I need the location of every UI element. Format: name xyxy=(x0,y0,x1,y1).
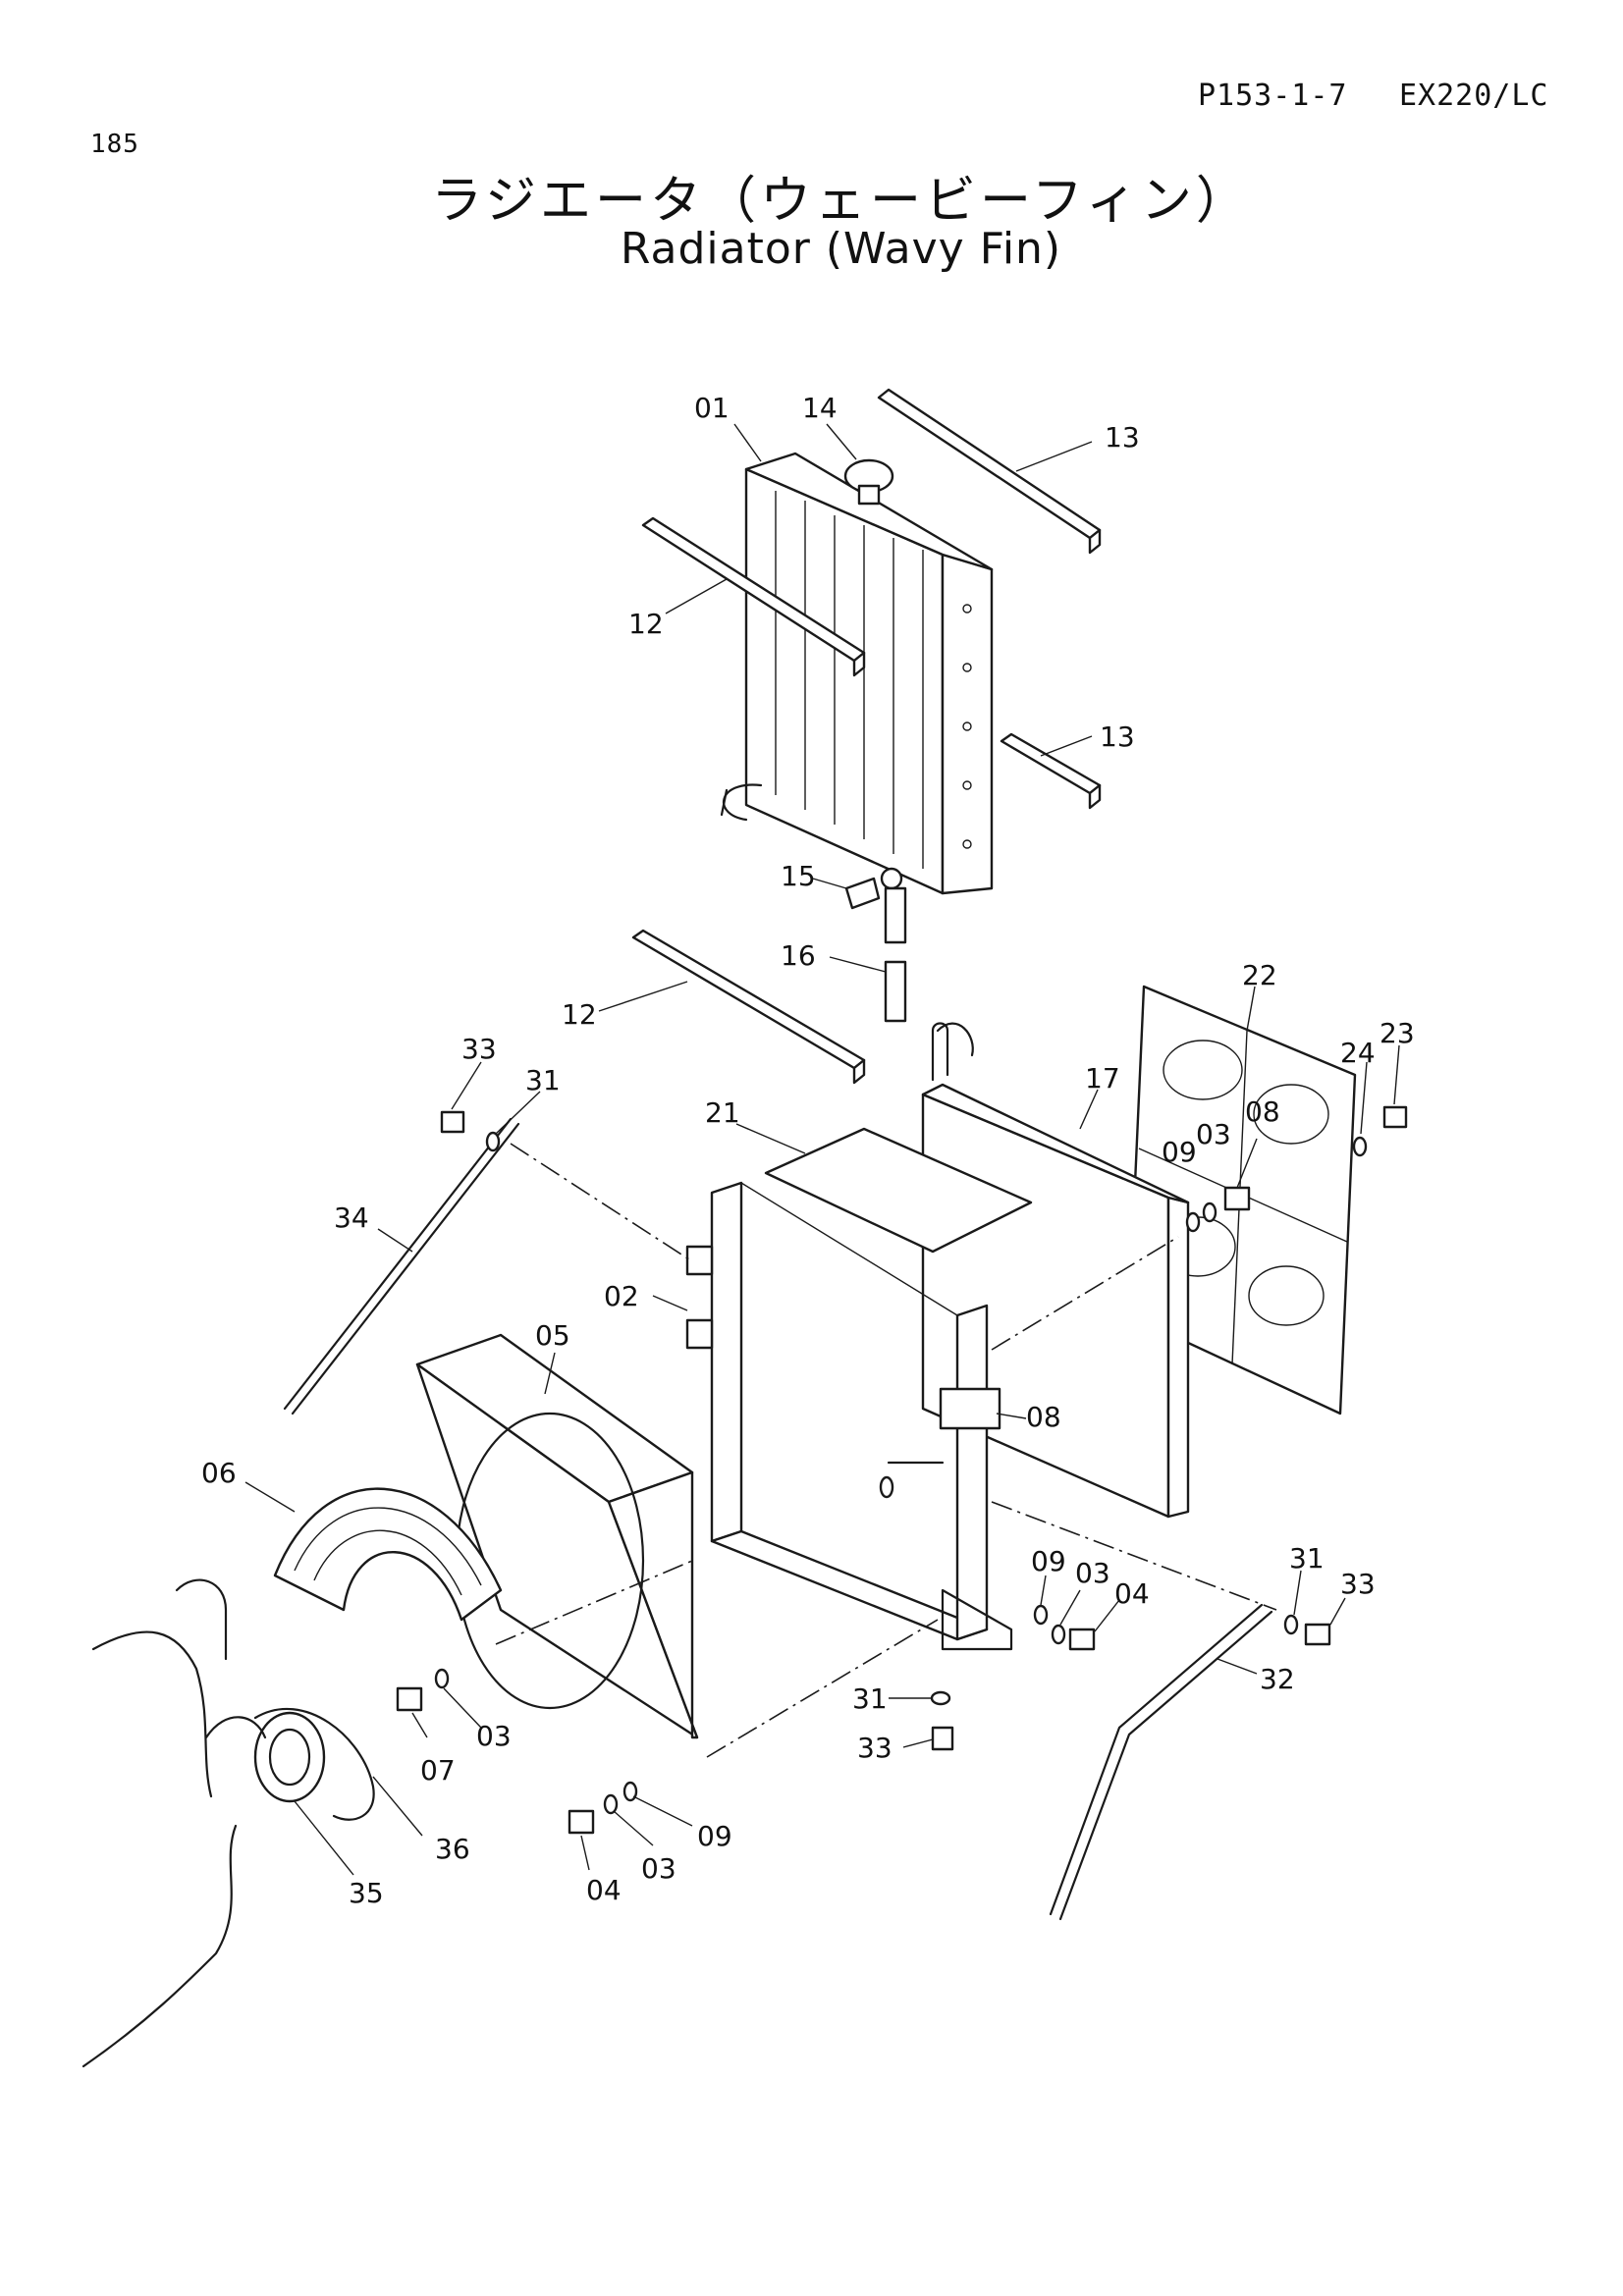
callout-09: 09 xyxy=(1162,1136,1197,1168)
callout-08: 08 xyxy=(1026,1401,1061,1433)
plate-code: P153-1-7 xyxy=(1198,79,1348,113)
callout-35: 35 xyxy=(349,1877,384,1909)
callout-24: 24 xyxy=(1340,1037,1376,1069)
callout-22: 22 xyxy=(1242,959,1277,991)
rubber-strip-12-lower xyxy=(631,929,866,1085)
assembly-centerlines xyxy=(495,1143,1277,1758)
callout-34: 34 xyxy=(334,1201,369,1234)
callout-31: 31 xyxy=(1289,1542,1325,1575)
callout-17: 17 xyxy=(1085,1062,1120,1095)
fasteners xyxy=(396,1105,1408,1835)
callout-03: 03 xyxy=(476,1720,512,1752)
callout-07: 07 xyxy=(420,1754,456,1787)
engine-outline xyxy=(81,1578,375,2068)
radiator-frame xyxy=(685,1181,1013,1651)
callout-12: 12 xyxy=(562,998,597,1031)
leader-lines xyxy=(244,423,1400,1876)
drain-hose xyxy=(884,886,907,1023)
callout-14: 14 xyxy=(802,392,838,424)
callout-31: 31 xyxy=(525,1064,561,1096)
callout-09: 09 xyxy=(1031,1545,1066,1577)
rubber-strip-12-upper xyxy=(641,516,866,677)
callout-labels: 01 14 13 12 13 15 16 12 22 23 24 33 31 2… xyxy=(201,392,1415,1909)
callout-13: 13 xyxy=(1105,421,1140,454)
callout-21: 21 xyxy=(705,1096,740,1129)
callout-31: 31 xyxy=(852,1682,888,1715)
rubber-strip-13-upper xyxy=(877,388,1102,555)
callout-33: 33 xyxy=(857,1732,893,1764)
callout-05: 05 xyxy=(535,1319,570,1352)
callout-03: 03 xyxy=(641,1852,676,1885)
callout-15: 15 xyxy=(781,860,816,892)
title-english: Radiator (Wavy Fin) xyxy=(620,224,1062,274)
callout-13: 13 xyxy=(1100,721,1135,753)
fan-shroud xyxy=(415,1333,699,1739)
callout-04: 04 xyxy=(586,1874,622,1906)
stay-rod-32 xyxy=(1049,1603,1273,1921)
callout-32: 32 xyxy=(1260,1663,1295,1695)
callout-06: 06 xyxy=(201,1457,237,1489)
stay-rod-34 xyxy=(283,1117,520,1415)
callout-01: 01 xyxy=(694,392,730,424)
model-code: EX220/LC xyxy=(1399,79,1549,113)
support-plate xyxy=(764,1127,1033,1254)
callout-08: 08 xyxy=(1245,1095,1280,1128)
callout-02: 02 xyxy=(604,1280,639,1312)
callout-03: 03 xyxy=(1196,1118,1231,1150)
callout-09: 09 xyxy=(697,1820,732,1852)
callout-36: 36 xyxy=(435,1833,470,1865)
callout-16: 16 xyxy=(781,939,816,972)
page-number: 185 xyxy=(90,130,139,159)
callout-33: 33 xyxy=(461,1033,497,1065)
callout-23: 23 xyxy=(1380,1017,1415,1049)
radiator-core xyxy=(720,452,994,895)
callout-04: 04 xyxy=(1114,1577,1150,1610)
title-japanese: ラジエータ（ウェービーフィン） xyxy=(431,172,1251,231)
callout-12: 12 xyxy=(628,608,664,640)
callout-03: 03 xyxy=(1075,1557,1110,1589)
fan-guard xyxy=(273,1487,503,1622)
rubber-strip-13-lower xyxy=(1000,732,1102,810)
callout-33: 33 xyxy=(1340,1568,1376,1600)
